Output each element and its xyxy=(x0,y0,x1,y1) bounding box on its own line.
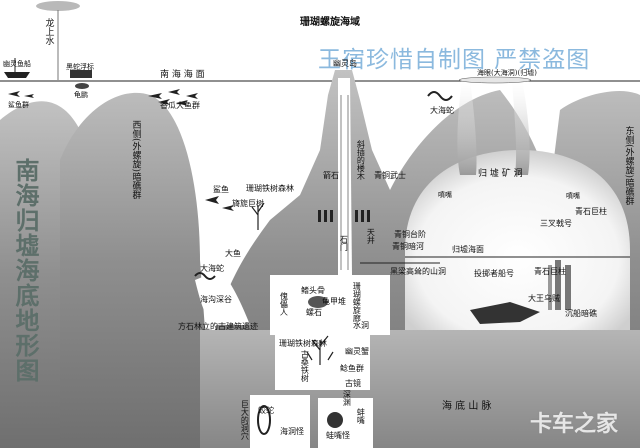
wreck-icon xyxy=(470,260,571,324)
label-black-lake: 黑梁高耸的山洞 xyxy=(390,267,446,276)
black-hole-mouth xyxy=(458,76,532,84)
label-big-snake: 大海蛇 xyxy=(200,264,224,273)
chamber-hollow-2 xyxy=(275,335,370,390)
dragon-cloud xyxy=(36,1,80,11)
ghost-ship-icon xyxy=(4,58,30,78)
label-idol: 傀儡人 xyxy=(279,292,289,316)
label-ancient-tree: 旖旎巨树 xyxy=(232,199,264,208)
label-south-sea-surface: 南 海 海 面 xyxy=(160,70,205,80)
label-bronze-warriors: 青铜武士 xyxy=(374,171,406,180)
sea-snake-icon xyxy=(427,91,453,101)
label-turtle-mother: 蚌嘴 xyxy=(356,408,366,424)
big-snake-icon xyxy=(194,272,216,280)
label-giant-cave: 巨大的洞穴 xyxy=(240,400,250,440)
label-chamber-2: 龟甲堆 xyxy=(322,297,346,306)
west-trench xyxy=(195,270,250,325)
mine-cave xyxy=(405,150,630,330)
label-water-channel: 水洞 xyxy=(353,321,369,330)
bronze-warriors-icon xyxy=(318,210,370,222)
label-sea-monster: 海洞怪 xyxy=(280,427,304,436)
label-stone-door: 石门 xyxy=(339,235,349,251)
label-ghost-ship: 幽灵鱼船 xyxy=(3,60,31,68)
label-mine-b: 噴嘴 xyxy=(566,192,580,200)
left-jet xyxy=(457,80,477,175)
label-black-steps: 青铜台阶 xyxy=(394,230,426,239)
label-chamber-1: 鳍头骨 xyxy=(301,286,325,295)
footer-watermark: 卡车之家 xyxy=(530,412,619,437)
label-black-hole: 海眼(大海洞)(归墟) xyxy=(477,69,537,77)
coral-forest-icon xyxy=(306,335,334,365)
label-ancient-iron: 古桑铁树 xyxy=(300,350,310,382)
skull-pile-icon xyxy=(308,296,328,308)
coral-tree-icon xyxy=(251,202,265,230)
label-green-stone: 青石巨柱 xyxy=(534,267,566,276)
watermark: 王宿珍惜自制图 严禁盗图 xyxy=(318,47,591,73)
chamber-hollow xyxy=(270,275,390,335)
label-phantom-island: 幽灵岛 xyxy=(333,59,357,68)
map-title: 南海归墟海底地形图 xyxy=(11,158,40,383)
label-return-sea: 归墟海面 xyxy=(452,245,484,254)
shark-group-icon xyxy=(8,91,34,98)
label-stone-forest: 方石林立的古建筑遗迹 xyxy=(178,322,258,331)
black-snake-buoy xyxy=(70,70,92,78)
chamber-hollow-4 xyxy=(318,398,373,448)
label-green-bronze: 青铜暗河 xyxy=(392,242,424,251)
label-sky-lights: 青石巨柱 xyxy=(575,207,607,216)
label-turtle: 龟鹏 xyxy=(74,91,88,99)
label-slanted-wall: 斜插的楼木 xyxy=(356,140,366,180)
label-dragon-king: 大王乌贼 xyxy=(528,294,560,303)
label-east-wall: 东侧(外螺旋)暗礁群 xyxy=(623,126,634,206)
eel-spiral-icon xyxy=(257,405,271,435)
mirror-pearl-icon xyxy=(327,412,343,428)
label-black-snake: 黑蛇浮标 xyxy=(66,63,94,71)
melon-fish-group-icon xyxy=(148,89,198,106)
central-tunnel xyxy=(338,78,352,275)
shark-icon-2 xyxy=(205,196,234,211)
tunnel-ladder xyxy=(340,95,349,270)
header-title: 珊瑚螺旋海域 xyxy=(300,17,360,28)
label-west-wall: 西侧(外螺旋)暗礁群 xyxy=(130,120,141,200)
label-spear-ship: 投掷者船号 xyxy=(474,269,514,278)
label-ancient-mirror: 古镜 xyxy=(345,379,361,388)
label-ghost-fish: 幽灵蟹 xyxy=(345,347,369,356)
label-triple-ship: 三叉戟号 xyxy=(540,219,572,228)
label-coral-forest-2: 珊瑚铁树森林 xyxy=(279,339,327,348)
label-seabed-mountain: 海 底 山 脉 xyxy=(442,401,492,412)
label-stone-face: 箭石 xyxy=(323,171,339,180)
label-sea-snake: 大海蛇 xyxy=(430,106,454,115)
label-mine-hole: 归 墟 矿 洞 xyxy=(478,169,523,179)
label-reef: 沉船暗礁 xyxy=(565,309,597,318)
label-melon-fish: 香瓜大鱼群 xyxy=(160,101,200,110)
label-shark: 鲨鱼 xyxy=(213,185,229,194)
right-jet xyxy=(512,80,530,175)
label-dragon-water: 龙上水 xyxy=(43,18,54,45)
label-chamber-3: 螺石 xyxy=(306,308,322,317)
label-coral-lane: 珊瑚螺旋廊 xyxy=(352,282,362,322)
label-shark-group: 鲨鱼群 xyxy=(8,101,29,109)
label-coral-forest: 珊瑚铁树森林 xyxy=(246,184,294,193)
label-deep-ruins: 蛙嘴怪 xyxy=(326,431,350,440)
label-deep-water: 深渊 xyxy=(342,390,352,406)
chamber-hollow-3 xyxy=(250,395,310,448)
label-trench: 海沟深谷 xyxy=(200,295,232,304)
label-eel-group: 鲶鱼群 xyxy=(340,364,364,373)
turtle-icon xyxy=(75,83,89,89)
label-snake-guard: 蛟蛇 xyxy=(258,406,274,415)
label-pillar: 天井 xyxy=(366,228,376,244)
label-mine-a: 噴嘴 xyxy=(438,191,452,199)
label-big-fish: 大鱼 xyxy=(225,249,241,258)
